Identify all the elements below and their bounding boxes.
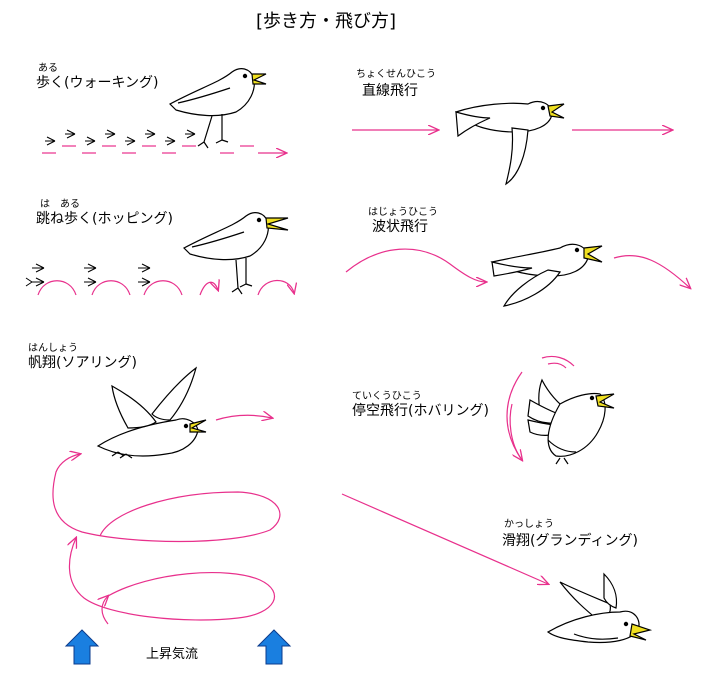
direct-label: 直線飛行 (362, 83, 418, 99)
hover-motion-arrows (506, 355, 575, 460)
glide-label: 滑翔(グランディング) (502, 533, 638, 549)
hover-label: 停空飛行(ホバリング) (352, 403, 489, 419)
updraft-arrow-icon (64, 629, 100, 665)
bird-icon (169, 68, 267, 149)
glide-ruby: かっしょう (504, 519, 554, 530)
bird-icon (96, 366, 207, 459)
wave-label: 波状飛行 (372, 219, 428, 235)
soar-label: 帆翔(ソアリング) (28, 355, 137, 371)
updraft-label: 上昇気流 (146, 647, 199, 662)
direct-ruby: ちょくせんひこう (356, 69, 436, 80)
bird-icon (546, 572, 653, 644)
footprint-icon (25, 263, 151, 287)
hopping-footprints (37, 280, 294, 295)
bird-icon (490, 243, 603, 307)
wave-flight-arrows (345, 248, 690, 288)
page-title: [歩き方・飛び方] (256, 11, 397, 32)
hover-ruby: ていくうひこう (352, 391, 422, 402)
wave-ruby: はじょうひこう (368, 207, 438, 218)
bird-icon (454, 101, 565, 186)
bird-icon (183, 212, 289, 295)
soaring-spiral (52, 415, 281, 625)
walking-footprints (42, 145, 286, 153)
walk-ruby: ある (38, 63, 58, 74)
updraft-arrow-icon (256, 629, 292, 665)
footprint-icon (45, 129, 196, 146)
hop-ruby: は ある (40, 199, 80, 210)
walk-label: 歩く(ウォーキング) (36, 75, 159, 91)
soar-ruby: はんしょう (28, 343, 78, 354)
hop-label: 跳ね歩く(ホッピング) (36, 211, 173, 227)
bird-icon (527, 378, 615, 465)
glide-path-arrow (341, 493, 548, 584)
